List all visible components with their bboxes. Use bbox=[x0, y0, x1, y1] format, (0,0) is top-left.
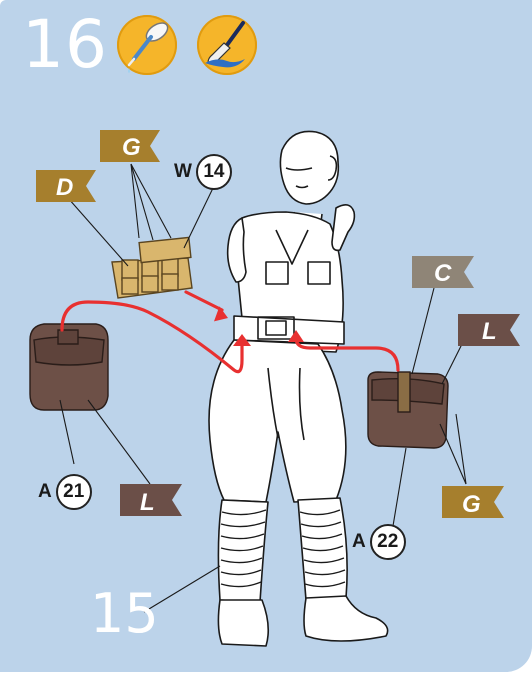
flag-letter: D bbox=[56, 174, 73, 201]
color-flag-g-bottom: G bbox=[442, 486, 504, 518]
callout-prefix: A bbox=[352, 531, 366, 552]
pouch-a21 bbox=[30, 324, 108, 410]
flag-letter: C bbox=[434, 260, 452, 287]
callout-number: 22 bbox=[370, 524, 406, 560]
color-flag-g-top: G bbox=[100, 130, 160, 162]
color-flag-d: D bbox=[36, 170, 96, 202]
callout-number: 14 bbox=[196, 154, 232, 190]
color-flag-l-right: L bbox=[458, 314, 520, 346]
flag-letter: G bbox=[462, 491, 481, 518]
flag-letter: L bbox=[482, 318, 497, 345]
color-flag-c: C bbox=[412, 256, 474, 288]
color-flag-l-left: L bbox=[120, 484, 182, 516]
pouch-a22 bbox=[368, 372, 448, 448]
callout-number: 21 bbox=[56, 474, 92, 510]
callout-prefix: A bbox=[38, 481, 52, 502]
flag-letter: L bbox=[140, 489, 155, 516]
flag-letter: G bbox=[122, 134, 141, 161]
callout-prefix: W bbox=[174, 161, 192, 182]
soldier-figure bbox=[209, 131, 388, 646]
ammo-pouch-w14 bbox=[112, 237, 192, 298]
figure-part-label: 15 bbox=[90, 583, 159, 645]
